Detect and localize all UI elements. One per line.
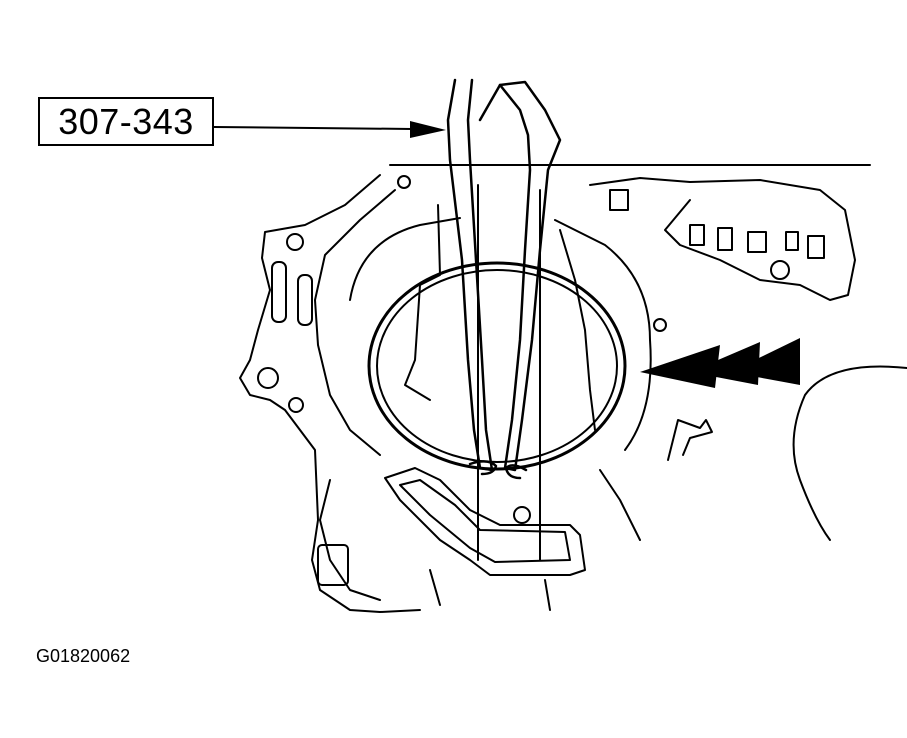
- tool-number-callout: 307-343: [38, 97, 214, 146]
- case-slot: [297, 274, 313, 326]
- bore-inner-right: [559, 229, 596, 431]
- lower-passage: [384, 467, 586, 576]
- valve-port: [785, 231, 799, 251]
- bolt-boss: [257, 367, 279, 389]
- bore-inner-left: [404, 204, 441, 401]
- bolt-boss: [288, 397, 304, 413]
- valve-body-outline: [589, 177, 856, 301]
- snap-ring-outer: [367, 261, 627, 471]
- bracket-mark: [667, 419, 713, 461]
- snap-ring-inner: [376, 269, 618, 463]
- bolt-boss: [397, 175, 411, 189]
- bore-outline: [349, 217, 652, 451]
- callout-arrowhead: [410, 121, 446, 138]
- case-slot: [271, 261, 287, 323]
- valve-port: [689, 224, 705, 246]
- valve-port: [717, 227, 733, 251]
- snap-ring-pliers: [446, 78, 562, 472]
- tool-number-label: 307-343: [58, 100, 194, 142]
- valve-port: [807, 235, 825, 259]
- bolt-boss: [286, 233, 304, 251]
- figure-id-label: G01820062: [36, 646, 131, 666]
- bolt-boss: [653, 318, 667, 332]
- housing-arc: [792, 365, 907, 541]
- bolt-boss: [513, 506, 531, 524]
- valve-port: [747, 231, 767, 253]
- shaft-lines: [477, 184, 541, 561]
- transmission-case-inner: [314, 189, 396, 456]
- pliers-left-jaw: [446, 78, 494, 472]
- valve-port: [609, 189, 629, 211]
- pliers-right-jaw: [498, 80, 562, 472]
- bolt-boss: [770, 260, 790, 280]
- case-lug: [317, 544, 349, 586]
- pliers-center-line: [478, 83, 502, 122]
- lower-case: [319, 469, 641, 611]
- callout-leader: [213, 126, 413, 130]
- direction-arrow-icon: [640, 338, 800, 388]
- lower-passage-inner: [399, 479, 571, 563]
